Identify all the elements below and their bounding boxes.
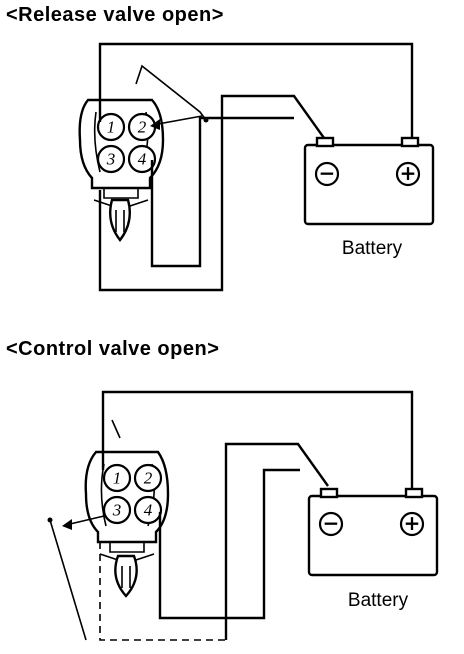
panel-title-control: <Control valve open> — [6, 338, 220, 360]
pin-4-label: 4 — [144, 501, 153, 520]
positive-terminal-label: + — [404, 511, 421, 535]
pin-4-label: 4 — [138, 150, 147, 169]
probe-lead-bottom-control — [49, 519, 87, 641]
probe-lead-top-control — [111, 419, 121, 439]
battery-release: − + — [303, 136, 435, 226]
pin-1-label: 1 — [113, 469, 122, 488]
dashed-lead-control — [99, 542, 226, 641]
pin-1-label: 1 — [107, 118, 116, 137]
wire-positive-control — [101, 390, 414, 488]
wire-ground-pin4-control — [158, 468, 300, 620]
wire-ground-control — [224, 442, 329, 640]
battery-label: Battery — [348, 590, 409, 611]
battery-label: Battery — [342, 238, 403, 259]
pin-3 — [96, 144, 126, 174]
probe-to-pin3-control — [69, 515, 105, 525]
wire-positive-release — [98, 42, 414, 140]
pin-3-label: 3 — [112, 501, 122, 520]
control-valve-diagram: 1 2 3 4 − + Battery — [47, 390, 439, 641]
pin-4 — [133, 495, 163, 525]
pin-1 — [96, 112, 126, 142]
arrow-icon — [62, 519, 72, 530]
battery-control: − + — [307, 487, 439, 577]
pin-2-label: 2 — [144, 469, 153, 488]
pin-2-label: 2 — [138, 118, 147, 137]
positive-terminal-label: + — [400, 161, 417, 185]
panel-title-release: <Release valve open> — [6, 4, 224, 26]
arrow-icon — [150, 119, 160, 130]
negative-terminal-label: − — [319, 161, 336, 185]
negative-terminal-label: − — [323, 511, 340, 535]
probe-lead-release — [135, 64, 207, 121]
probe-tip-icon — [203, 117, 209, 123]
pin-1 — [102, 463, 132, 493]
pin-2 — [133, 463, 163, 493]
wire-ground-pin4-release — [150, 116, 294, 268]
probe-to-pin2-release — [157, 115, 203, 125]
release-valve-diagram: 1 2 3 4 − + Battery — [78, 42, 435, 292]
wire-ground-release — [98, 94, 325, 292]
pin-3 — [102, 495, 132, 525]
pin-4 — [127, 144, 157, 174]
pin-3-label: 3 — [106, 150, 116, 169]
